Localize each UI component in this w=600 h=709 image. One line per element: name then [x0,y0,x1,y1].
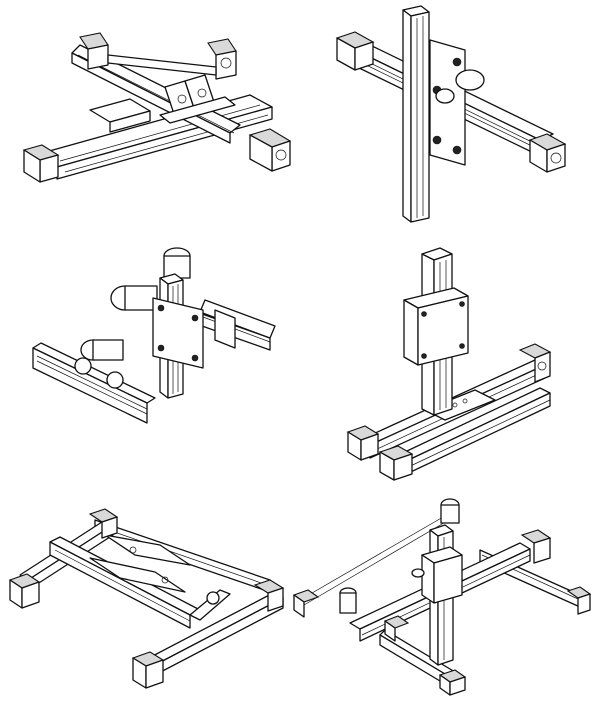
panel-overhead-gantry [290,495,595,700]
panel-vertical-twin-rails [340,240,590,485]
panel-vertical-on-horizontal [325,0,590,225]
vertical-axis-on-horizontal-rail-icon [335,5,567,223]
cross-table-gantry-icon [22,32,292,183]
vertical-carriage-on-twin-rails-icon [346,247,552,481]
panel-three-axis-cantilever [25,238,290,438]
panel-cross-table [10,15,300,200]
overhead-gantry-frame-icon [292,498,592,696]
panel-flat-gantry [5,500,290,695]
flat-gantry-frame-icon [8,508,285,689]
three-axis-cantilever-icon [32,247,276,424]
